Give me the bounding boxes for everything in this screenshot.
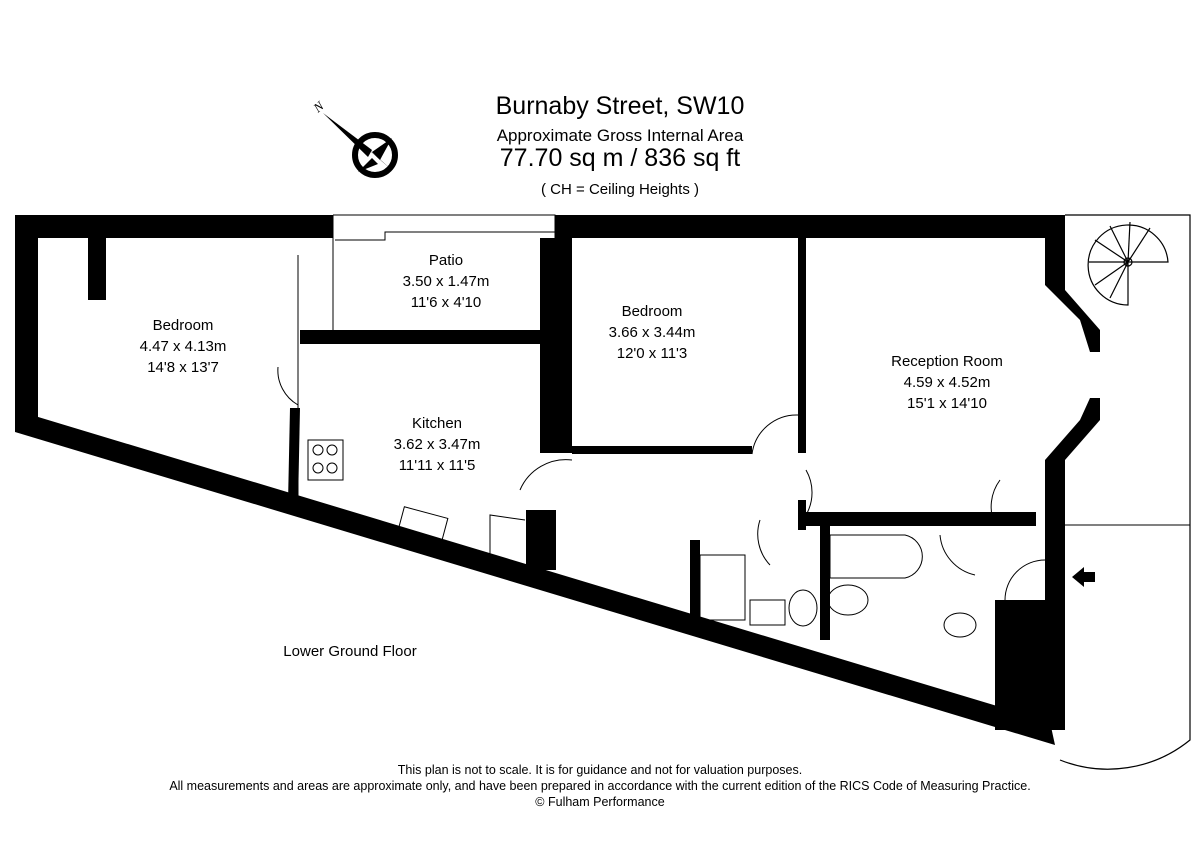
spiral-staircase-icon	[1087, 221, 1169, 306]
disclaimer-line-1: This plan is not to scale. It is for gui…	[397, 763, 803, 777]
compass-north-icon: N	[310, 97, 398, 178]
fixtures	[127, 214, 1046, 638]
room-size-metric: 3.62 x 3.47m	[394, 436, 481, 453]
room-size-imperial: 14'8 x 13'7	[147, 359, 219, 376]
room-size-imperial: 11'6 x 4'10	[411, 294, 482, 311]
compass-label: N	[310, 97, 328, 116]
room-size-imperial: 12'0 x 11'3	[617, 345, 688, 362]
terrace-outline	[1059, 214, 1191, 770]
room-patio: Patio 3.50 x 1.47m 11'6 x 4'10	[403, 252, 490, 311]
gross-area: 77.70 sq m / 836 sq ft	[499, 144, 741, 172]
room-size-metric: 3.66 x 3.44m	[609, 324, 696, 341]
room-bedroom-2: Bedroom 3.66 x 3.44m 12'0 x 11'3	[609, 303, 696, 362]
walls	[15, 215, 1100, 745]
copyright: © Fulham Performance	[535, 795, 665, 809]
room-name: Patio	[429, 252, 463, 269]
room-name: Bedroom	[153, 317, 214, 334]
room-bedroom-1: Bedroom 4.47 x 4.13m 14'8 x 13'7	[140, 317, 227, 376]
room-name: Bedroom	[622, 303, 683, 320]
disclaimer-line-2: All measurements and areas are approxima…	[169, 779, 1031, 793]
room-size-imperial: 11'11 x 11'5	[399, 457, 476, 474]
room-name: Kitchen	[412, 415, 462, 432]
room-reception: Reception Room 4.59 x 4.52m 15'1 x 14'10	[891, 353, 1003, 412]
floor-label: Lower Ground Floor	[283, 643, 416, 660]
ceiling-height-note: ( CH = Ceiling Heights )	[541, 181, 699, 198]
room-name: Reception Room	[891, 353, 1003, 370]
room-size-metric: 4.59 x 4.52m	[904, 374, 991, 391]
room-size-metric: 4.47 x 4.13m	[140, 338, 227, 355]
room-kitchen: Kitchen 3.62 x 3.47m 11'11 x 11'5	[394, 415, 481, 474]
entrance-arrow-icon	[1072, 567, 1095, 587]
plan-title: Burnaby Street, SW10	[495, 92, 745, 120]
room-size-metric: 3.50 x 1.47m	[403, 273, 490, 290]
room-size-imperial: 15'1 x 14'10	[907, 395, 987, 412]
plan-subtitle: Approximate Gross Internal Area	[496, 126, 744, 145]
